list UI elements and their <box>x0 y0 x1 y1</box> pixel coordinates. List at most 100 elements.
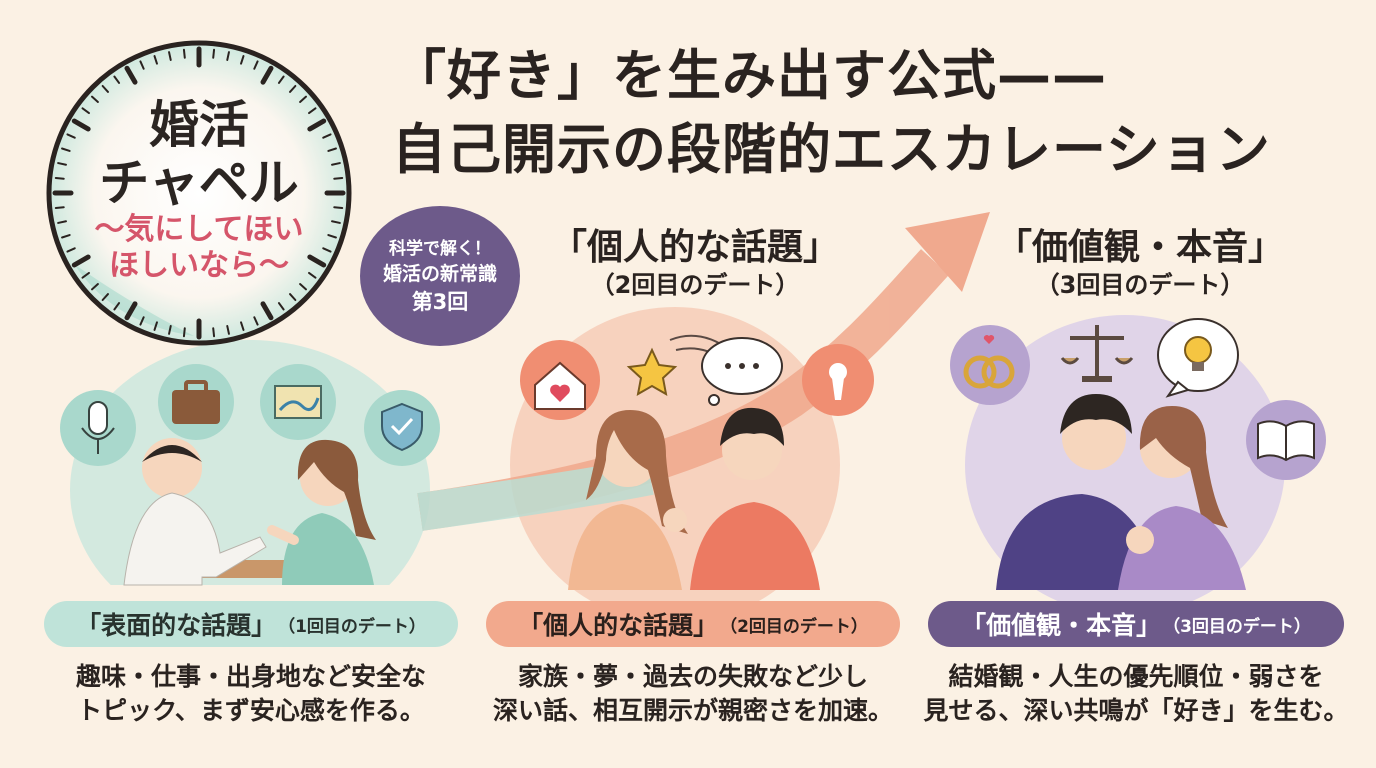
stage1-pill: 「表面的な話題」 （1回目のデート） <box>44 601 458 647</box>
clock-tick <box>66 247 76 253</box>
clock-tick <box>307 118 327 132</box>
clock-tick <box>182 327 186 338</box>
stage2-desc-line2: 深い話、相互開示が親密さを加速。 <box>492 696 893 725</box>
headline-line1: 「好き」を生み出す公式—— <box>392 44 1107 107</box>
speech-bubble-icon <box>701 337 783 406</box>
clock-tick <box>54 176 65 180</box>
clock-tick <box>168 325 172 335</box>
clock-tick <box>139 60 145 70</box>
clock-tick <box>113 302 121 311</box>
stage2-description: 家族・夢・過去の失敗など少し 深い話、相互開示が親密さを加速。 <box>478 660 908 728</box>
stage3-pill: 「価値観・本音」 （3回目のデート） <box>928 601 1344 647</box>
stage3-couple <box>996 394 1246 590</box>
clock-tick <box>277 302 285 311</box>
clock-tick <box>253 316 259 326</box>
clock-tick <box>71 254 91 268</box>
clock-tick <box>101 84 109 93</box>
clock-tick <box>308 271 317 279</box>
stage2-label: 「個人的な話題」 <box>518 611 719 640</box>
clock-tick <box>308 107 317 115</box>
stage3-label: 「価値観・本音」 <box>961 611 1162 640</box>
clock-tick <box>226 51 230 61</box>
stage1-description: 趣味・仕事・出身地など安全な トピック、まず安心感を作る。 <box>44 660 458 728</box>
badge-line2: 婚活の新常識 <box>382 262 497 285</box>
clock-tick <box>212 327 216 338</box>
clock-tick <box>299 283 308 291</box>
stage3-sub: （3回目のデート） <box>1163 616 1311 637</box>
clock-tick <box>153 321 158 331</box>
briefcase-icon <box>158 364 234 440</box>
microphone-icon <box>60 390 136 466</box>
stage3-header: 「価値観・本音」 （3回目のデート） <box>960 226 1320 300</box>
stage1-couple <box>123 438 376 586</box>
clock-tick <box>61 234 71 239</box>
stage2-header-title: 「個人的な話題」 <box>550 227 839 268</box>
series-logo-text: 婚活 チャペル 〜気にしてほい ほしいなら〜 <box>34 34 364 352</box>
clock-tick <box>253 60 259 70</box>
clock-tick <box>57 220 67 224</box>
clock-tick <box>90 283 99 291</box>
clock-tick <box>101 293 109 302</box>
stage2-desc-line1: 家族・夢・過去の失敗など少し <box>517 662 868 691</box>
home-heart-icon <box>520 340 600 420</box>
headline-line2: 自己開示の段階的エスカレーション <box>392 118 1271 181</box>
stage2-pill: 「個人的な話題」 （2回目のデート） <box>486 601 900 647</box>
series-name-line2: チャペル <box>99 154 299 212</box>
badge-line1: 科学で解く！ <box>389 238 491 259</box>
clock-tick <box>139 316 145 326</box>
badge-line3: 第3回 <box>411 289 469 314</box>
clock-tick <box>124 301 138 321</box>
clock-tick <box>61 147 71 152</box>
clock-tick <box>71 118 91 132</box>
series-name-line1: 婚活 <box>149 96 249 154</box>
clock-tick <box>277 75 285 84</box>
stage1-sub: （1回目のデート） <box>278 616 426 637</box>
clock-tick <box>333 206 344 210</box>
clock-tick <box>327 234 337 239</box>
clock-tick <box>54 206 65 210</box>
clock-tick <box>260 65 274 85</box>
clock-tick <box>182 48 186 59</box>
clock-tick <box>307 254 327 268</box>
clock-tick <box>327 147 337 152</box>
clock-tick <box>81 107 90 115</box>
keyhole-icon <box>802 344 874 416</box>
clock-tick <box>331 162 341 166</box>
clock-tick <box>212 48 216 59</box>
clock-tick <box>240 55 245 65</box>
stage2-couple <box>568 407 820 590</box>
stage2-header: 「個人的な話題」 （2回目のデート） <box>520 226 870 300</box>
clock-tick <box>260 301 274 321</box>
series-tagline-line2: ほしいなら〜 <box>109 248 289 283</box>
stage3-header-subtitle: （3回目のデート） <box>1035 271 1245 299</box>
clock-tick <box>240 321 245 331</box>
clock-tick <box>299 95 308 103</box>
clock-tick <box>90 95 99 103</box>
stage2-header-subtitle: （2回目のデート） <box>590 271 800 299</box>
stage3-desc-line1: 結婚観・人生の優先順位・弱さを <box>948 662 1324 691</box>
lightbulb-icon <box>1157 318 1239 398</box>
stage1-desc-line1: 趣味・仕事・出身地など安全な <box>75 662 426 691</box>
stage3-header-title: 「価値観・本音」 <box>995 227 1284 268</box>
scales-icon <box>1060 325 1134 382</box>
clock-tick <box>322 133 332 139</box>
clock-tick <box>66 133 76 139</box>
series-tagline-line1: 〜気にしてほい <box>94 212 304 247</box>
clock-tick <box>331 220 341 224</box>
clock-tick <box>124 65 138 85</box>
stage1-label: 「表面的な話題」 <box>76 611 277 640</box>
stage3-description: 結婚観・人生の優先順位・弱さを 見せる、深い共鳴が「好き」を生む。 <box>918 660 1354 728</box>
clock-tick <box>322 247 332 253</box>
clock-tick <box>289 293 297 302</box>
clock-logo <box>46 40 352 346</box>
clock-tick <box>81 271 90 279</box>
stage1-desc-line2: トピック、まず安心感を作る。 <box>77 696 425 725</box>
clock-tick <box>168 51 172 61</box>
clock-tick <box>113 75 121 84</box>
map-icon <box>260 364 336 440</box>
shield-check-icon <box>364 390 440 466</box>
clock-tick <box>289 84 297 93</box>
episode-badge: 科学で解く！ 婚活の新常識 第3回 <box>360 206 520 346</box>
stage2-sub: （2回目のデート） <box>720 616 868 637</box>
